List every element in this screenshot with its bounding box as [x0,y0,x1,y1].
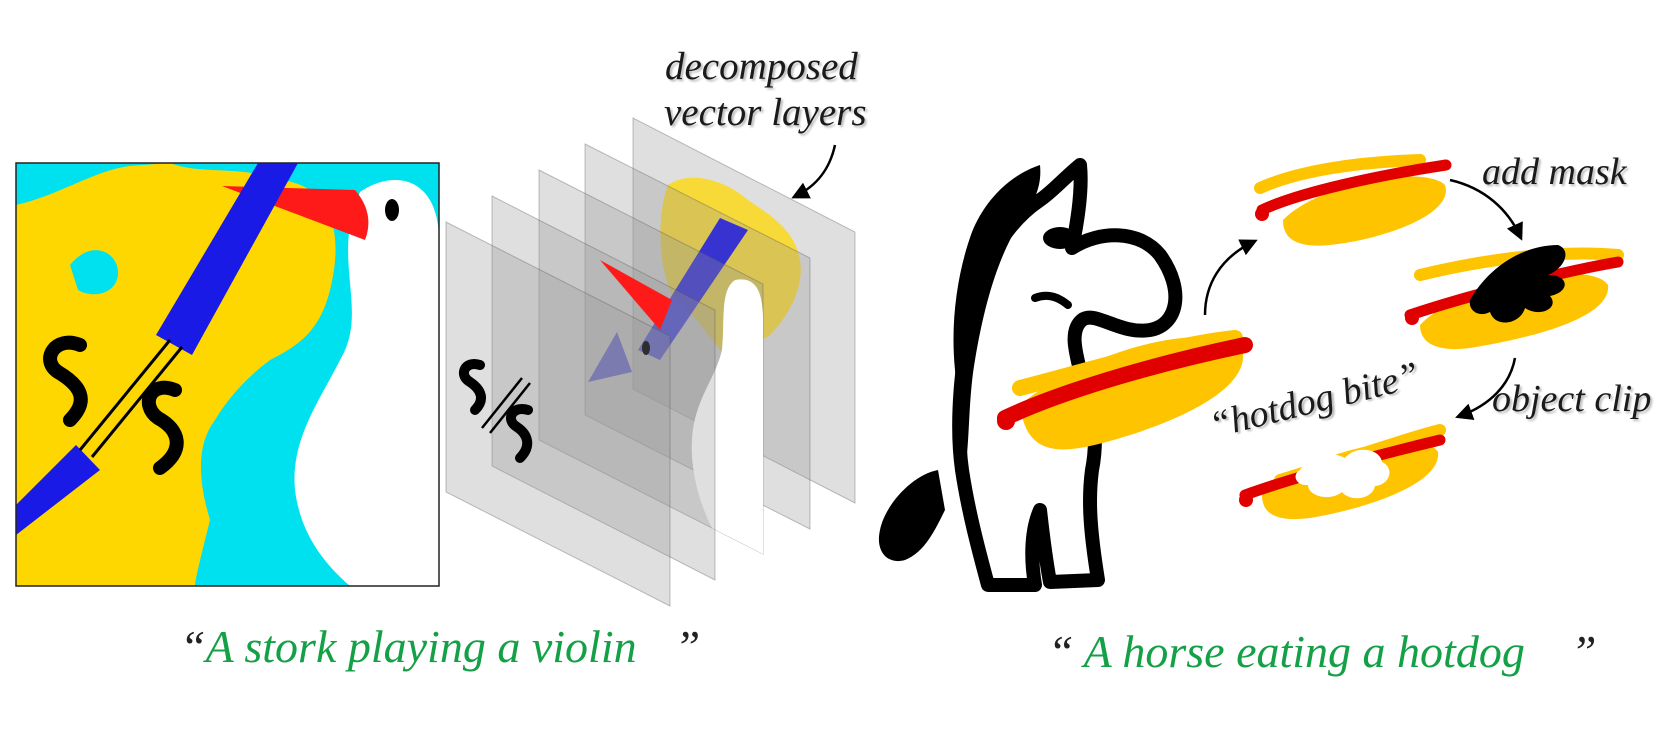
hotdog-ketchup-drop [1239,493,1253,507]
stork-body [294,180,439,586]
hotdog-main [997,330,1253,450]
hotdog-ketchup-drop [1405,311,1419,325]
layer-violin-body [660,177,801,352]
mask-shape [1469,245,1566,323]
hotdog-layer-top [1254,154,1452,246]
violin-notch [70,250,119,295]
object-clip-label: object clip [1492,378,1652,420]
f-hole [43,335,88,427]
violin-string [90,346,184,458]
flow-arrow-up [1203,239,1258,316]
vector-layers-stack [445,117,856,607]
violin-scroll [16,445,100,535]
f-hole [141,380,184,475]
horse-mane [953,165,1041,470]
flow-arrow-mask [1449,178,1523,241]
hotdog-ketchup [997,337,1253,426]
caption-stork-close-quote: ” [674,621,701,672]
layer-violin-string [489,382,531,434]
stork-eye [385,199,399,221]
hotdog-mustard [1254,154,1426,194]
caption-horse-text: A horse eating a hotdog [1083,626,1525,677]
violin-neck [156,163,298,355]
vector-layer [445,221,671,607]
vector-layer [491,195,716,581]
hotdog-ketchup-drop [1255,207,1269,221]
horse-eye [1043,227,1077,249]
layer-stork-eye [642,341,650,355]
hotdog-bun [1283,176,1446,246]
layer-violin-string [481,377,523,429]
decomposed-label-line2: vector layers [664,91,867,134]
hotdog-masked [1404,245,1624,350]
violin-string [78,339,172,451]
hotdog-ketchup-drop [997,412,1015,430]
caption-stork: “A stork playing a violin ” [180,620,700,673]
layer-violin-neck [638,218,748,360]
layers-arrow [791,144,837,199]
bite-mark [1295,449,1390,499]
image-frame [15,162,440,587]
caption-horse-close-quote: ” [1570,626,1597,677]
layer-stork-body [691,279,763,554]
add-mask-label: add mask [1482,151,1627,193]
caption-stork-open-quote: “ [180,621,206,672]
layer-f-hole [458,359,486,415]
hotdog-ketchup [1256,159,1452,216]
flow-arrow-clip [1455,357,1517,420]
horse-tail [878,470,945,562]
layer-stork-beak [600,260,672,330]
stork-violin-image [15,162,440,587]
layer-f-hole [506,404,533,463]
horse-mouth [1031,291,1072,309]
caption-horse-open-quote: “ [1048,626,1074,677]
hotdog-bitten [1239,424,1446,520]
caption-horse: “A horse eating a hotdog ” [1048,625,1596,678]
caption-stork-text: A stork playing a violin [205,621,637,672]
layer-violin-scroll [588,332,632,382]
decomposed-label-line1: decomposed [665,45,858,88]
